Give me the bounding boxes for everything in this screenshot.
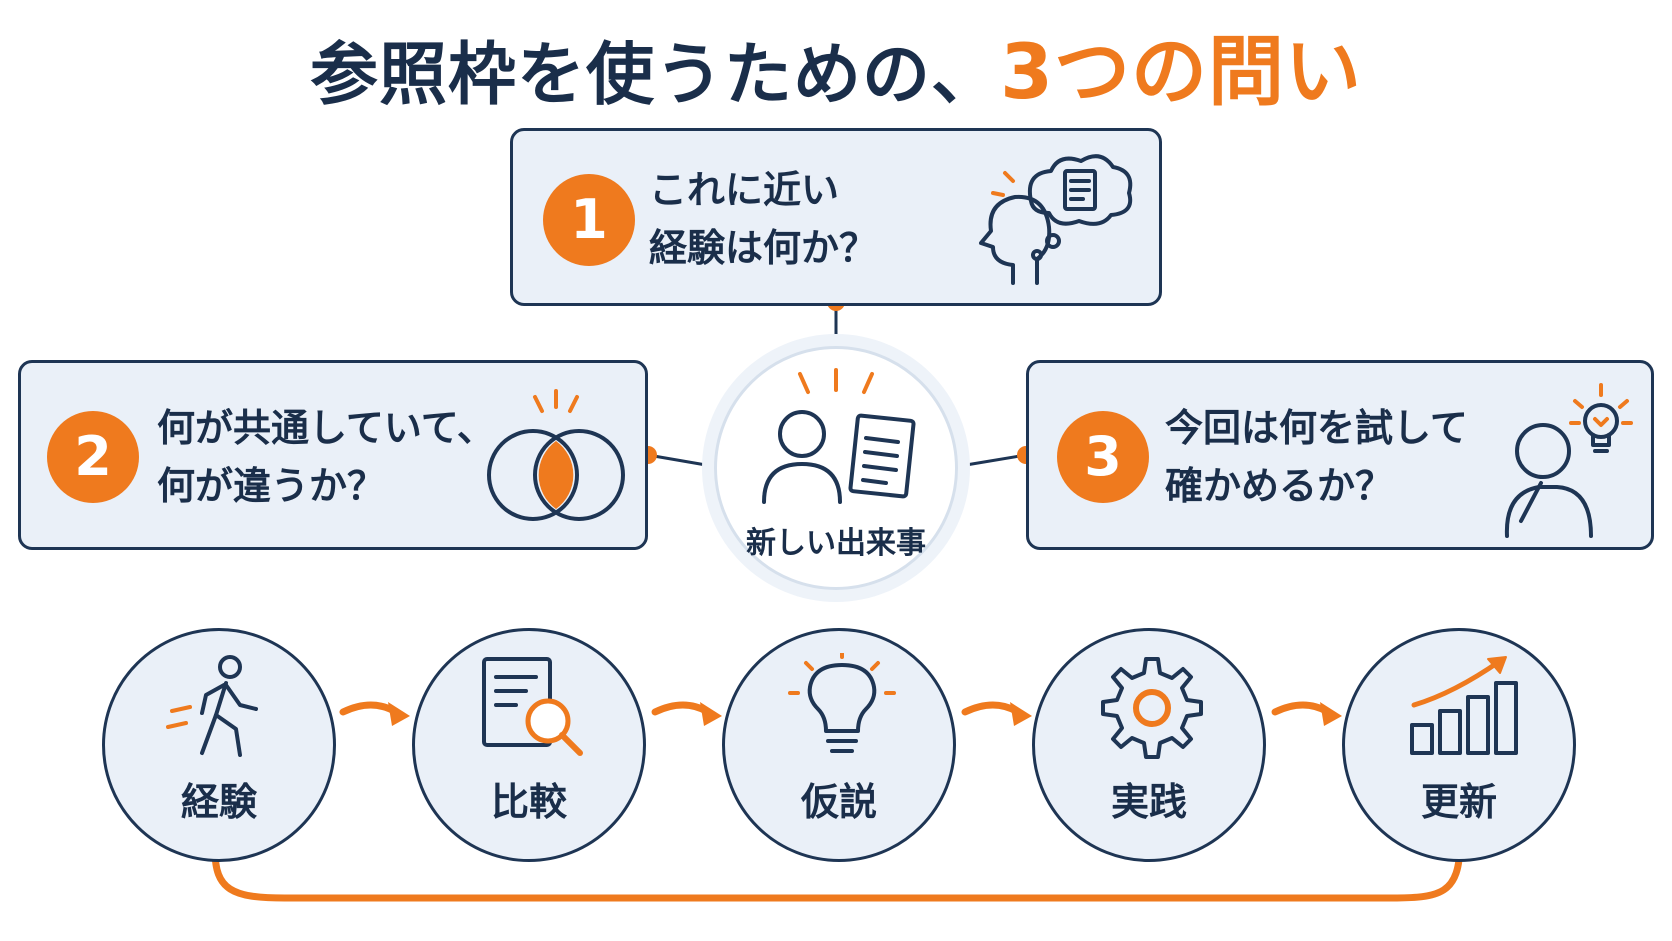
cycle-step-label: 比較 (490, 780, 567, 824)
question-number-1: 1 (543, 174, 635, 266)
person-lightbulb-icon (1504, 383, 1633, 538)
cycle-step-label: 経験 (180, 780, 257, 824)
cycle-step-update: 更新 (1342, 628, 1576, 862)
page-title: 参照枠を使うための、3つの問い (0, 10, 1672, 120)
cycle-step-experience: 経験 (102, 628, 336, 862)
question-card-2: 2 何が共通していて、 何が違うか？ (18, 360, 648, 550)
question-text-1: これに近い 経験は何か？ (649, 168, 878, 270)
walking-person-icon (166, 655, 258, 757)
gear-icon (1101, 657, 1203, 759)
center-label: 新しい出来事 (746, 526, 926, 561)
question-card-3: 3 今回は何を試して 確かめるか？ (1026, 360, 1654, 550)
title-main: 参照枠を使うための、 (310, 36, 1001, 115)
venn-diagram-icon (487, 389, 625, 521)
thinking-head-icon (979, 154, 1133, 285)
growth-chart-icon (1410, 656, 1518, 755)
title-accent: 3つの問い (1000, 27, 1362, 116)
person-document-icon (762, 368, 916, 504)
cycle-step-comparison: 比較 (412, 628, 646, 862)
cycle-step-hypothesis: 仮説 (722, 628, 956, 862)
question-number-2: 2 (47, 411, 139, 503)
question-text-3: 今回は何を試して 確かめるか？ (1165, 406, 1468, 508)
cycle-step-label: 仮説 (800, 780, 877, 824)
question-card-1: 1 これに近い 経験は何か？ (510, 128, 1162, 306)
question-text-2: 何が共通していて、 何が違うか？ (157, 406, 495, 508)
cycle-step-label: 更新 (1420, 780, 1497, 824)
lightbulb-icon (788, 653, 896, 753)
question-number-3: 3 (1057, 411, 1149, 503)
cycle-step-practice: 実践 (1032, 628, 1266, 862)
document-magnifier-icon (482, 657, 583, 756)
cycle-step-label: 実践 (1110, 780, 1187, 824)
